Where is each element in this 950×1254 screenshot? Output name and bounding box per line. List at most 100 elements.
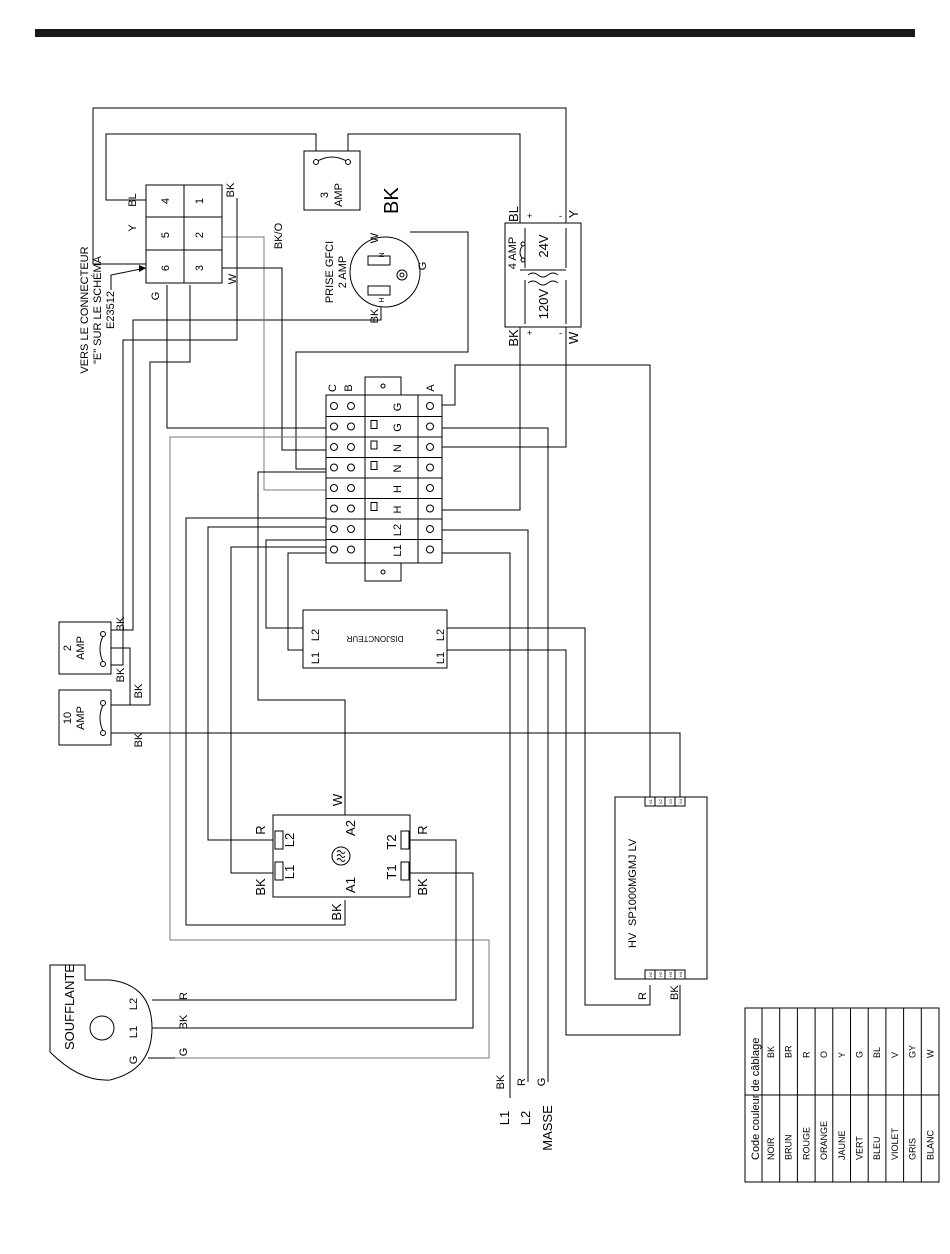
block-terminal-screw: [347, 504, 355, 513]
supply-masse: MASSE: [540, 1105, 555, 1151]
color-code: V: [890, 1052, 900, 1058]
fuse-10amp: 10 AMP BK: [58, 689, 145, 747]
fuse-2amp-bk-bottom: BK: [115, 667, 127, 682]
color-code: Y: [837, 1052, 847, 1058]
fuse-10amp-value: 10: [62, 712, 74, 724]
controller-bk: BK: [669, 985, 681, 1000]
color-code-rows: NOIRBKBRUNBRROUGERORANGEOJAUNEYVERTGBLEU…: [761, 1008, 935, 1182]
connector-note-2: "E" SUR LE SCHÉMA: [91, 255, 104, 364]
gfci-rating: 2 AMP: [337, 256, 349, 288]
color-code: G: [855, 1051, 865, 1058]
color-code: BK: [766, 1046, 776, 1058]
supply-wire-g: G: [536, 1078, 548, 1087]
block-jumper: [370, 502, 378, 511]
terminal-block-left: 4 1 5 2 6 3 BL BK Y BK/O W G VERS LE CON…: [79, 182, 285, 374]
transformer-bk: BK: [506, 329, 521, 347]
controller-model: SP1000MGMJ LV: [627, 838, 639, 926]
supply-wire-bk: BK: [495, 1074, 507, 1089]
block-terminal-screw: [426, 525, 434, 533]
blower-wire-g: G: [178, 1048, 190, 1057]
contactor-a1: A1: [343, 877, 358, 893]
contactor-bk-left: BK: [253, 878, 268, 896]
color-code: W: [925, 1049, 935, 1058]
fuse-3amp-link: [315, 156, 349, 163]
block-terminal-screw: [330, 402, 338, 410]
breaker-l1-left: L1: [310, 652, 322, 664]
lv-term-x1: X1: [648, 798, 653, 804]
block-terminal-screw: [330, 504, 338, 513]
block-row-label: H: [392, 485, 404, 493]
blower-wire-bk: BK: [178, 1014, 190, 1029]
block-terminal-screw: [347, 402, 355, 410]
transformer-bl: BL: [506, 206, 521, 222]
hv-term-h2: H2: [658, 971, 663, 977]
wire-label-g: G: [150, 292, 162, 301]
contactor-r-right: R: [415, 825, 430, 834]
transformer: 4 AMP 24V 120V BL Y BK W + - + -: [504, 206, 582, 347]
block-terminal-screw: [347, 422, 355, 431]
gfci-h: H: [379, 297, 386, 302]
contactor-l1: L1: [282, 865, 297, 879]
transformer-primary: 120V: [536, 288, 551, 319]
connector-note-1: VERS LE CONNECTEUR: [79, 246, 91, 373]
connector-pointer: [110, 267, 147, 290]
contactor-t2: T2: [384, 834, 399, 849]
block-terminal-screw: [330, 484, 338, 492]
bk-label-large: BK: [381, 187, 403, 214]
fuse-2amp-bk-side: BK: [133, 683, 145, 698]
fuse-3amp-unit: AMP: [333, 183, 345, 207]
contactor-w: W: [330, 793, 345, 806]
terminal-2: 2: [194, 232, 206, 238]
block-terminal-screw: [347, 463, 355, 472]
color-code: BR: [784, 1045, 794, 1058]
block-terminal-screw: [330, 443, 338, 451]
block-terminal-screw: [426, 463, 434, 472]
supply-leads: BK R G L1 L2 MASSE: [495, 1074, 555, 1151]
breaker-l2-left: L2: [310, 629, 322, 641]
hv-term-h1: H1: [648, 971, 653, 977]
color-name: BLEU: [872, 1136, 882, 1160]
gfci-g-label: G: [417, 262, 429, 271]
wire-label-bko: BK/O: [273, 222, 285, 249]
color-name: GRIS: [908, 1138, 918, 1160]
transformer-minus-top: -: [559, 211, 562, 221]
color-name: JAUNE: [837, 1130, 847, 1160]
block-label-a: A: [425, 384, 437, 392]
gfci-n: N: [379, 252, 386, 257]
fuse-10amp-bk: BK: [133, 732, 145, 747]
color-code: O: [819, 1051, 829, 1058]
controller-r: R: [637, 992, 649, 1000]
supply-l1: L1: [497, 1111, 512, 1125]
hv-term-h3: H3: [668, 971, 673, 977]
terminal-5: 5: [160, 232, 172, 238]
block-terminal-screw: [330, 463, 338, 472]
color-name: VERT: [855, 1136, 865, 1160]
terminal-1: 1: [194, 198, 206, 204]
header-bar: [35, 29, 915, 37]
contactor: W R L2 A2 T2 R BK L1 A1 T1 BK BK: [253, 793, 430, 921]
color-name: VIOLET: [890, 1127, 900, 1160]
contactor-l2: L2: [282, 833, 297, 847]
contactor-t1: T1: [384, 864, 399, 879]
breaker: DISJONCTEUR L2 L1 L2 L1: [302, 609, 448, 669]
wire-label-bk: BK: [225, 182, 237, 197]
gfci-w-label: W: [369, 232, 381, 243]
block-terminal-screw: [426, 504, 434, 513]
lv-term-x4: X4: [678, 798, 683, 804]
lv-term-x2: X2: [658, 798, 663, 804]
color-code-table: Code couleur de câblage NOIRBKBRUNBRROUG…: [744, 1007, 940, 1183]
hv-term-h4: H4: [678, 971, 683, 977]
connector-note-3: E23512: [105, 291, 117, 329]
block-terminal-screw: [347, 443, 355, 451]
fuse-3amp-value: 3: [319, 192, 331, 198]
wires: [92, 107, 681, 1082]
transformer-plus-top: +: [527, 211, 532, 221]
supply-l2: L2: [518, 1111, 533, 1125]
block-label-b: B: [343, 384, 355, 391]
contactor-r-left: R: [253, 825, 268, 834]
block-terminal-screw: [426, 443, 434, 451]
wire-label-bl: BL: [127, 193, 139, 206]
